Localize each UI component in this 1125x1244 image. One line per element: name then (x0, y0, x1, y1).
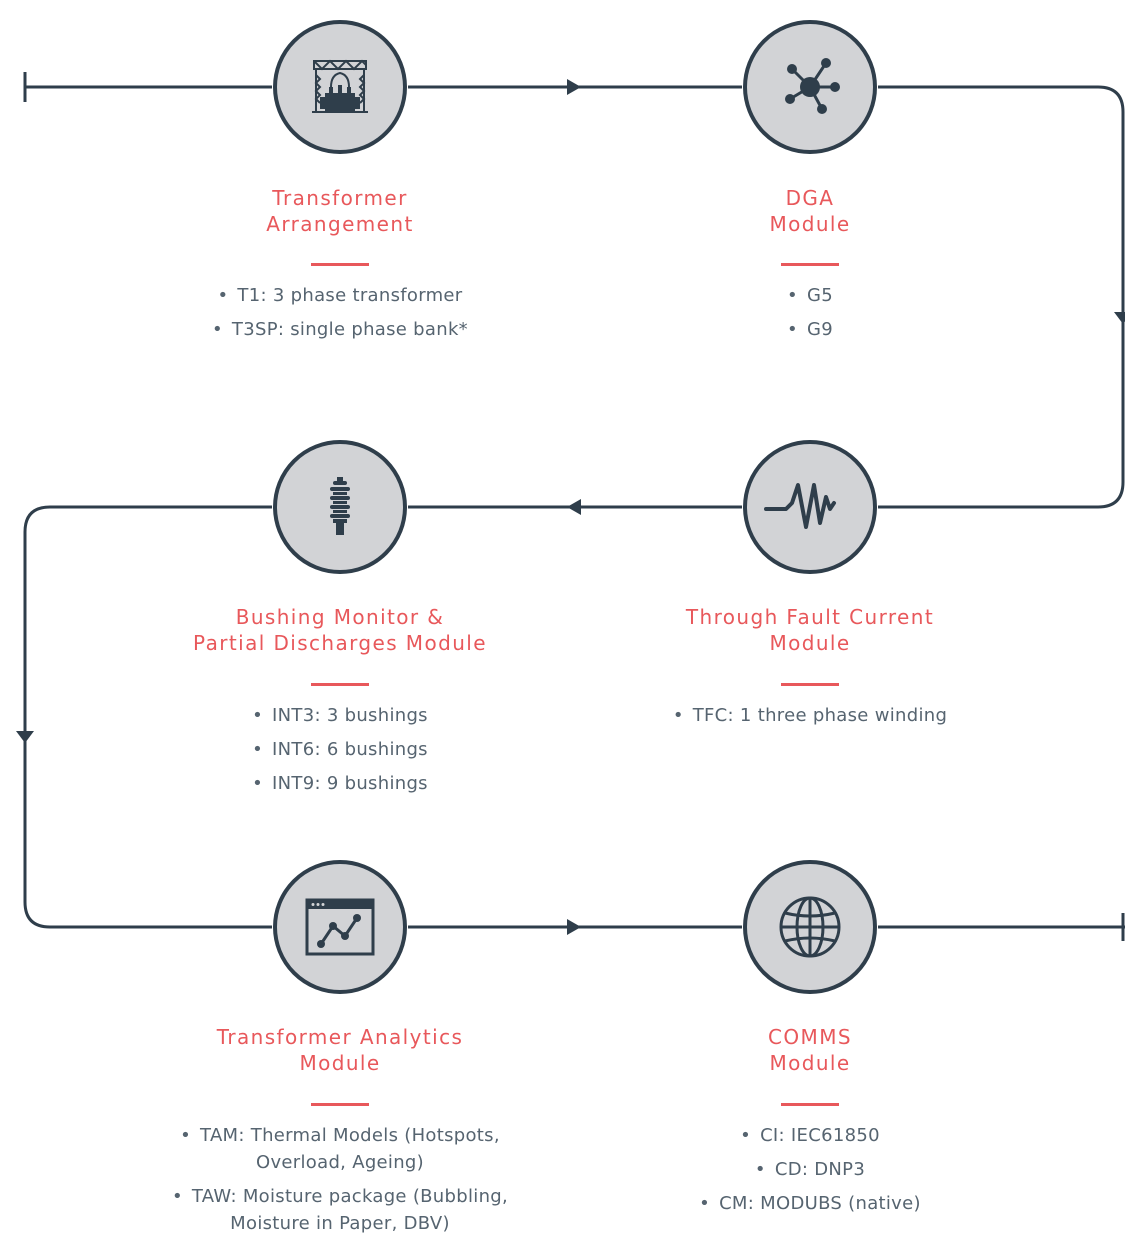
transformer-analytics-node (273, 860, 407, 994)
list-item: TAW: Moisture package (Bubbling, Moistur… (150, 1183, 530, 1237)
globe-icon (779, 896, 841, 958)
title-line: COMMS (768, 1025, 852, 1049)
comms-module-node (743, 860, 877, 994)
list-item: INT9: 9 bushings (120, 767, 560, 801)
transformer-arrangement-node (273, 20, 407, 154)
list-item: T1: 3 phase transformer (120, 279, 560, 313)
through-fault-current-bullets: TFC: 1 three phase winding (590, 699, 1030, 733)
arrow-right-row3 (567, 919, 581, 935)
dga-module-bullets: G5 G9 (590, 279, 1030, 347)
transformer-icon (312, 59, 368, 113)
dga-module-node (743, 20, 877, 154)
title-divider (781, 1103, 839, 1106)
comms-module-title: COMMS Module (620, 1024, 1000, 1076)
network-node-icon (785, 58, 840, 114)
transformer-analytics-bullets: TAM: Thermal Models (Hotspots, Overload,… (150, 1122, 530, 1244)
list-item: INT6: 6 bushings (120, 733, 560, 767)
bushing-monitor-bullets: INT3: 3 bushings INT6: 6 bushings INT9: … (120, 699, 560, 801)
title-divider (311, 683, 369, 686)
analytics-chart-icon (305, 898, 375, 956)
through-fault-current-node (743, 440, 877, 574)
transformer-arrangement-bullets: T1: 3 phase transformer T3SP: single pha… (120, 279, 560, 347)
list-item: TAM: Thermal Models (Hotspots, Overload,… (150, 1122, 530, 1176)
transformer-analytics-title: Transformer Analytics Module (150, 1024, 530, 1076)
title-line: Module (769, 631, 851, 655)
list-item: CM: MODUBS (native) (590, 1187, 1030, 1221)
transformer-arrangement-title: Transformer Arrangement (150, 185, 530, 237)
title-line: Module (769, 1051, 851, 1075)
list-item: G9 (590, 313, 1030, 347)
bushing-monitor-title: Bushing Monitor & Partial Discharges Mod… (150, 604, 530, 656)
bushing-icon (330, 477, 350, 535)
title-line: Transformer Analytics (216, 1025, 464, 1049)
title-line: DGA (785, 186, 835, 210)
title-line: Module (299, 1051, 381, 1075)
title-line: Through Fault Current (685, 605, 935, 629)
list-item: TFC: 1 three phase winding (590, 699, 1030, 733)
list-item: INT3: 3 bushings (120, 699, 560, 733)
title-line: Partial Discharges Module (193, 631, 487, 655)
title-divider (781, 263, 839, 266)
title-line: Module (769, 212, 851, 236)
arrow-right-row1 (567, 79, 581, 95)
list-item: CI: IEC61850 (590, 1119, 1030, 1153)
list-item: CD: DNP3 (590, 1153, 1030, 1187)
comms-module-bullets: CI: IEC61850 CD: DNP3 CM: MODUBS (native… (590, 1119, 1030, 1221)
dga-module-title: DGA Module (620, 185, 1000, 237)
title-line: Transformer (272, 186, 408, 210)
waveform-icon (764, 483, 836, 529)
arrow-down-left-side (16, 731, 34, 743)
title-divider (311, 263, 369, 266)
through-fault-current-title: Through Fault Current Module (620, 604, 1000, 656)
arrow-down-right-side (1114, 312, 1125, 324)
bushing-monitor-node (273, 440, 407, 574)
arrow-left-row2 (567, 499, 581, 515)
list-item: T3SP: single phase bank* (120, 313, 560, 347)
connector-right-turn (878, 85, 1125, 509)
title-line: Arrangement (266, 212, 414, 236)
list-item: G5 (590, 279, 1030, 313)
title-line: Bushing Monitor & (235, 605, 445, 629)
title-divider (311, 1103, 369, 1106)
title-divider (781, 683, 839, 686)
connector-left-turn (23, 505, 272, 929)
